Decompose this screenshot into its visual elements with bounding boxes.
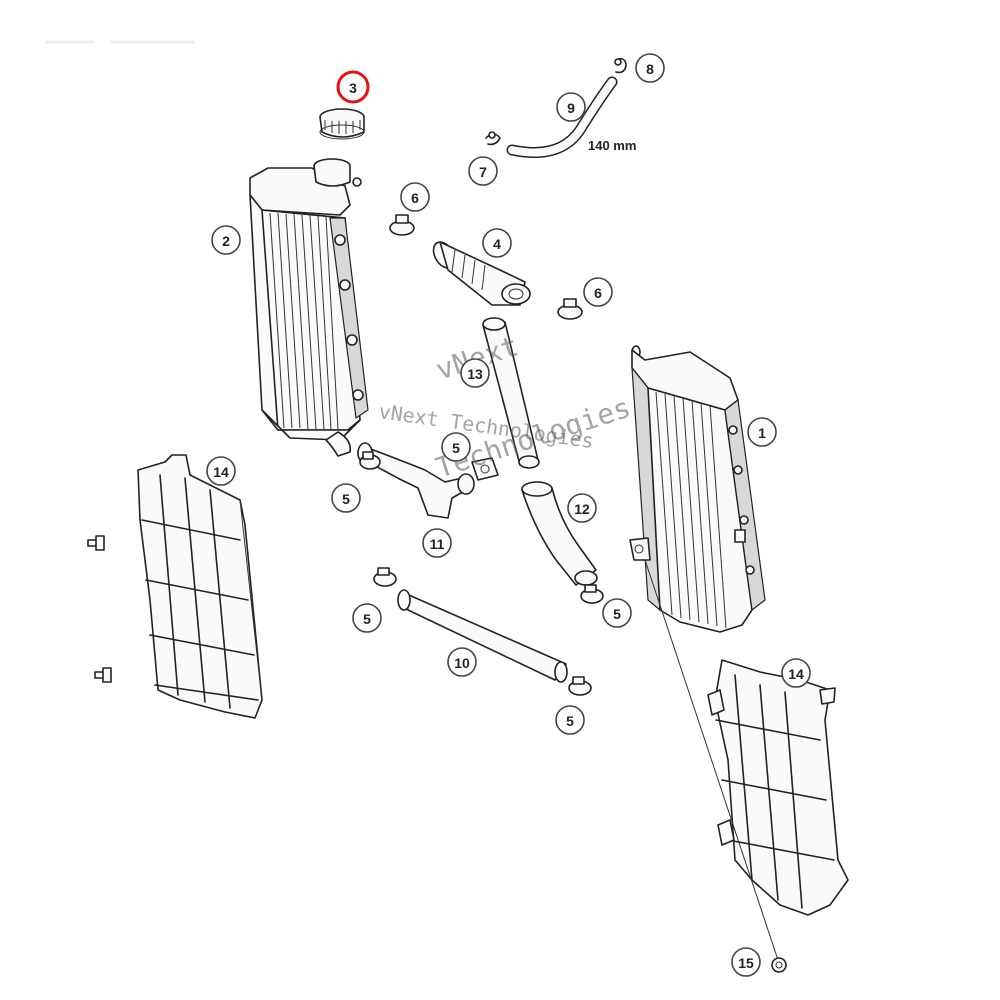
callout-circle	[352, 603, 382, 633]
callout-number: 11	[430, 536, 445, 552]
callout-number: 7	[479, 164, 487, 180]
hose-clip-upper[interactable]	[614, 58, 627, 74]
callout-c6a: 6	[400, 182, 430, 212]
callout-c4: 4	[482, 228, 512, 258]
callout-number: 5	[452, 440, 460, 456]
callout-c15: 15	[731, 947, 761, 977]
callout-number: 5	[363, 611, 371, 627]
callout-layer: 3 8 9 7 6 2 4 6 13 1 14 5 5 11 12 5 5 10 5 14 15	[206, 53, 811, 977]
callout-circle	[482, 228, 512, 258]
callout-number: 15	[738, 955, 754, 971]
callout-circle	[747, 417, 777, 447]
guard-nut[interactable]	[771, 957, 787, 973]
left-radiator-guard[interactable]	[137, 454, 263, 719]
callout-circle	[460, 358, 490, 388]
callout-circle	[555, 705, 585, 735]
callout-circle	[635, 53, 665, 83]
callout-number: 13	[467, 366, 483, 382]
callout-circle	[400, 182, 430, 212]
callout-circle	[602, 598, 632, 628]
callout-c5b: 5	[331, 483, 361, 513]
callout-number: 5	[342, 491, 350, 507]
callout-number: 12	[574, 501, 590, 517]
lower-straight-hose[interactable]	[397, 589, 568, 683]
callout-number: 5	[566, 713, 574, 729]
callout-circle	[468, 156, 498, 186]
guard-bolt-lower[interactable]	[94, 667, 112, 683]
callout-circle	[447, 647, 477, 677]
hose-clamp-5c[interactable]	[373, 567, 397, 587]
callout-c12: 12	[567, 493, 597, 523]
hose-clip-lower[interactable]	[485, 131, 501, 146]
callout-number: 6	[411, 190, 419, 206]
callout-circle	[781, 658, 811, 688]
hose-clamp-5d[interactable]	[580, 584, 604, 604]
callout-c14a: 14	[206, 456, 236, 486]
lower-curved-hose[interactable]	[521, 481, 598, 586]
callout-circle	[331, 483, 361, 513]
radiator-cap[interactable]	[319, 108, 365, 140]
callout-circle	[336, 70, 370, 104]
callout-number: 14	[213, 464, 229, 480]
callout-number: 10	[454, 655, 470, 671]
hose-clamp-5a[interactable]	[359, 451, 381, 470]
callout-number: 1	[758, 425, 766, 441]
upper-hose[interactable]	[482, 317, 540, 469]
callout-circle	[422, 528, 452, 558]
hose-clamp-5e[interactable]	[568, 676, 592, 696]
callout-number: 9	[567, 100, 575, 116]
hose-clamp-6b[interactable]	[557, 298, 583, 320]
callout-c2: 2	[211, 225, 241, 255]
callout-number: 6	[594, 285, 602, 301]
right-radiator-guard[interactable]	[707, 659, 849, 916]
callout-number: 5	[613, 606, 621, 622]
guard-bolt-upper[interactable]	[87, 535, 105, 551]
connector-fitting[interactable]	[471, 457, 499, 481]
callout-number: 14	[788, 666, 804, 682]
hose-length-label: 140 mm	[588, 138, 636, 153]
callout-c7: 7	[468, 156, 498, 186]
callout-c13: 13	[460, 358, 490, 388]
hose-clamp-6a[interactable]	[389, 214, 415, 236]
callout-c5e: 5	[555, 705, 585, 735]
callout-circle	[731, 947, 761, 977]
callout-c3: 3	[336, 70, 370, 104]
callout-c11: 11	[422, 528, 452, 558]
callout-c8: 8	[635, 53, 665, 83]
callout-circle	[556, 92, 586, 122]
callout-c14b: 14	[781, 658, 811, 688]
callout-number: 4	[493, 236, 501, 252]
left-radiator[interactable]	[249, 158, 369, 457]
callout-circle	[206, 456, 236, 486]
breather-hose[interactable]	[506, 76, 618, 158]
callout-circle	[583, 277, 613, 307]
callout-circle	[441, 432, 471, 462]
leader-line	[644, 559, 779, 961]
callout-number: 2	[222, 233, 230, 249]
callout-c1: 1	[747, 417, 777, 447]
callout-c6b: 6	[583, 277, 613, 307]
callout-c5c: 5	[352, 603, 382, 633]
callout-circle	[211, 225, 241, 255]
right-radiator[interactable]	[629, 345, 766, 633]
callout-number: 3	[349, 80, 357, 96]
callout-circle	[567, 493, 597, 523]
callout-c10: 10	[447, 647, 477, 677]
callout-c9: 9	[556, 92, 586, 122]
thermostat-connector[interactable]	[429, 238, 531, 306]
callout-number: 8	[646, 61, 654, 77]
callout-c5a: 5	[441, 432, 471, 462]
callout-c5d: 5	[602, 598, 632, 628]
